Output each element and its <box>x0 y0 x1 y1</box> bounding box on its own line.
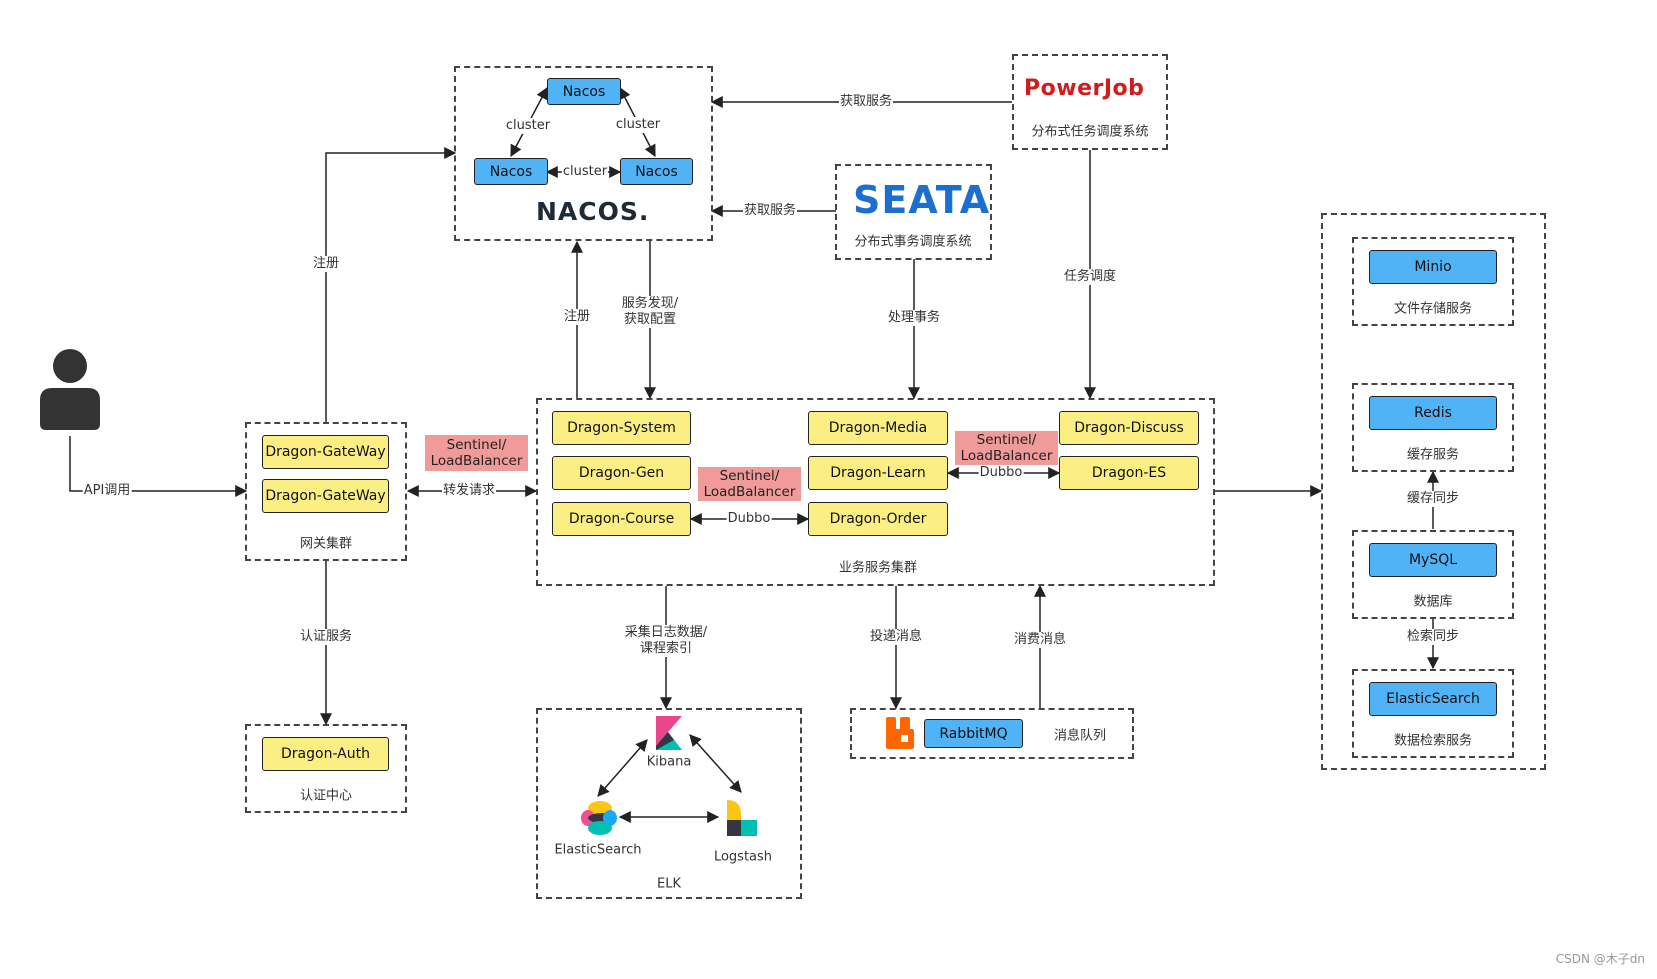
mysql-node[interactable]: MySQL <box>1369 543 1497 577</box>
label-task-schedule: 任务调度 <box>1062 269 1118 285</box>
label-search-sync: 检索同步 <box>1405 629 1461 645</box>
elk-caption: ELK <box>657 876 681 892</box>
elk-box <box>536 708 802 899</box>
watermark: CSDN @木子dn <box>1555 952 1645 966</box>
gateway-cluster-box <box>245 422 407 561</box>
dragon-gen-node[interactable]: Dragon-Gen <box>552 456 691 490</box>
powerjob-caption: 分布式任务调度系统 <box>1031 124 1149 140</box>
minio-box <box>1352 237 1514 326</box>
label-register-gateway: 注册 <box>311 256 341 272</box>
nacos-logo: NACOS. <box>536 197 650 226</box>
nacos-node-left[interactable]: Nacos <box>474 158 548 185</box>
auth-caption: 认证中心 <box>299 788 353 804</box>
gateway-node-1[interactable]: Dragon-GateWay <box>262 435 389 469</box>
gateway-caption: 网关集群 <box>299 536 353 552</box>
redis-node[interactable]: Redis <box>1369 396 1497 430</box>
es-storage-box <box>1352 669 1514 758</box>
seata-caption: 分布式事务调度系统 <box>854 234 972 250</box>
edge-elk-kibana-logstash <box>689 734 742 793</box>
label-auth-service: 认证服务 <box>298 629 354 645</box>
minio-caption: 文件存储服务 <box>1393 301 1473 317</box>
edge-register-gateway <box>325 147 457 422</box>
minio-node[interactable]: Minio <box>1369 250 1497 284</box>
logstash-label: Logstash <box>713 849 773 865</box>
label-cache-sync: 缓存同步 <box>1405 491 1461 507</box>
mq-caption: 消息队列 <box>1053 728 1107 744</box>
label-consume-msg: 消费消息 <box>1012 632 1068 648</box>
dragon-es-node[interactable]: Dragon-ES <box>1059 456 1199 490</box>
business-caption: 业务服务集群 <box>838 560 918 576</box>
sentinel-gateway-badge: Sentinel/ LoadBalancer <box>425 435 528 471</box>
seata-box <box>835 164 992 260</box>
dragon-course-node[interactable]: Dragon-Course <box>552 502 691 536</box>
edge-elk-kibana-es <box>597 739 648 797</box>
auth-node[interactable]: Dragon-Auth <box>262 737 389 771</box>
kibana-icon <box>656 716 682 750</box>
dragon-order-node[interactable]: Dragon-Order <box>808 502 948 536</box>
label-cluster-right: cluster <box>614 117 662 133</box>
dragon-media-node[interactable]: Dragon-Media <box>808 411 948 445</box>
dragon-system-node[interactable]: Dragon-System <box>552 411 691 445</box>
seata-logo: SEATA <box>853 178 991 222</box>
redis-box <box>1352 383 1514 472</box>
label-cluster-bottom: cluster <box>561 164 609 180</box>
powerjob-logo: PowerJob <box>1024 76 1145 101</box>
elasticsearch-icon <box>581 801 617 835</box>
label-api-call: API调用 <box>82 483 132 499</box>
redis-caption: 缓存服务 <box>1406 447 1460 463</box>
nacos-cluster-box <box>454 66 713 241</box>
label-dubbo-1: Dubbo <box>726 511 772 527</box>
edge-api-call <box>69 436 248 497</box>
dragon-discuss-node[interactable]: Dragon-Discuss <box>1059 411 1199 445</box>
label-register-business: 注册 <box>562 309 592 325</box>
label-seata-fetch: 获取服务 <box>742 203 798 219</box>
rabbitmq-node[interactable]: RabbitMQ <box>924 719 1023 748</box>
label-forward: 转发请求 <box>441 483 497 499</box>
label-dubbo-2: Dubbo <box>978 465 1024 481</box>
user-icon <box>40 349 100 430</box>
kibana-label: Kibana <box>646 754 692 770</box>
auth-center-box <box>245 724 407 813</box>
gateway-node-2[interactable]: Dragon-GateWay <box>262 479 389 513</box>
es-storage-node[interactable]: ElasticSearch <box>1369 682 1497 716</box>
logstash-icon <box>727 800 757 836</box>
business-cluster-box <box>536 398 1215 586</box>
label-handle-tx: 处理事务 <box>886 310 942 326</box>
label-powerjob-fetch: 获取服务 <box>838 94 894 110</box>
storage-outer-box <box>1321 213 1546 770</box>
nacos-node-right[interactable]: Nacos <box>620 158 693 185</box>
elasticsearch-label: ElasticSearch <box>554 842 642 858</box>
es-storage-caption: 数据检索服务 <box>1393 733 1473 749</box>
sentinel-business-right-badge: Sentinel/ LoadBalancer <box>955 431 1058 465</box>
label-deliver-msg: 投递消息 <box>868 629 924 645</box>
powerjob-box <box>1012 54 1168 150</box>
sentinel-business-left-badge: Sentinel/ LoadBalancer <box>698 467 801 501</box>
dragon-learn-node[interactable]: Dragon-Learn <box>808 456 948 490</box>
label-cluster-left: cluster <box>504 118 552 134</box>
mysql-box <box>1352 530 1514 619</box>
label-collect-logs: 采集日志数据/ 课程索引 <box>623 625 709 657</box>
label-discover: 服务发现/ 获取配置 <box>620 296 680 328</box>
mysql-caption: 数据库 <box>1413 594 1453 610</box>
rabbitmq-icon <box>886 717 914 749</box>
nacos-node-top[interactable]: Nacos <box>547 78 621 105</box>
mq-box <box>850 708 1134 759</box>
